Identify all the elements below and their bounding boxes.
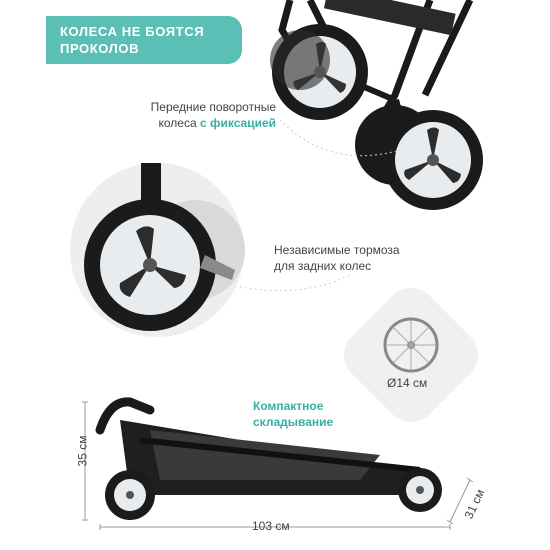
height-dimension: 35 см	[75, 435, 90, 467]
folding-line-1: Компактное	[253, 399, 324, 413]
brakes-line-1: Независимые тормоза	[274, 243, 400, 257]
folding-line-2: складывание	[253, 415, 334, 429]
front-wheel-lock	[355, 98, 483, 210]
front-wheels-accent: с фиксацией	[199, 116, 276, 130]
front-wheels-caption: Передние поворотные колеса с фиксацией	[146, 99, 276, 131]
headline-line-1: КОЛЕСА НЕ БОЯТСЯ	[60, 24, 205, 39]
brakes-line-2: для задних колес	[274, 259, 372, 273]
rear-wheel-closeup	[70, 163, 245, 337]
headline-banner: КОЛЕСА НЕ БОЯТСЯ ПРОКОЛОВ	[46, 16, 242, 64]
wheel-diameter-label: Ø14 см	[387, 376, 428, 390]
wheel-size-icon	[343, 287, 479, 423]
front-wheels-line-1: Передние поворотные	[150, 100, 276, 114]
length-dimension: 103 см	[252, 519, 290, 533]
folded-stroller	[95, 397, 442, 520]
front-wheels-line-2: колеса	[158, 116, 200, 130]
folding-caption: Компактное складывание	[253, 398, 363, 430]
front-wheel-top	[270, 24, 368, 120]
dimension-lines	[82, 401, 474, 530]
brakes-caption: Независимые тормоза для задних колес	[274, 242, 414, 274]
headline-line-2: ПРОКОЛОВ	[60, 41, 140, 56]
